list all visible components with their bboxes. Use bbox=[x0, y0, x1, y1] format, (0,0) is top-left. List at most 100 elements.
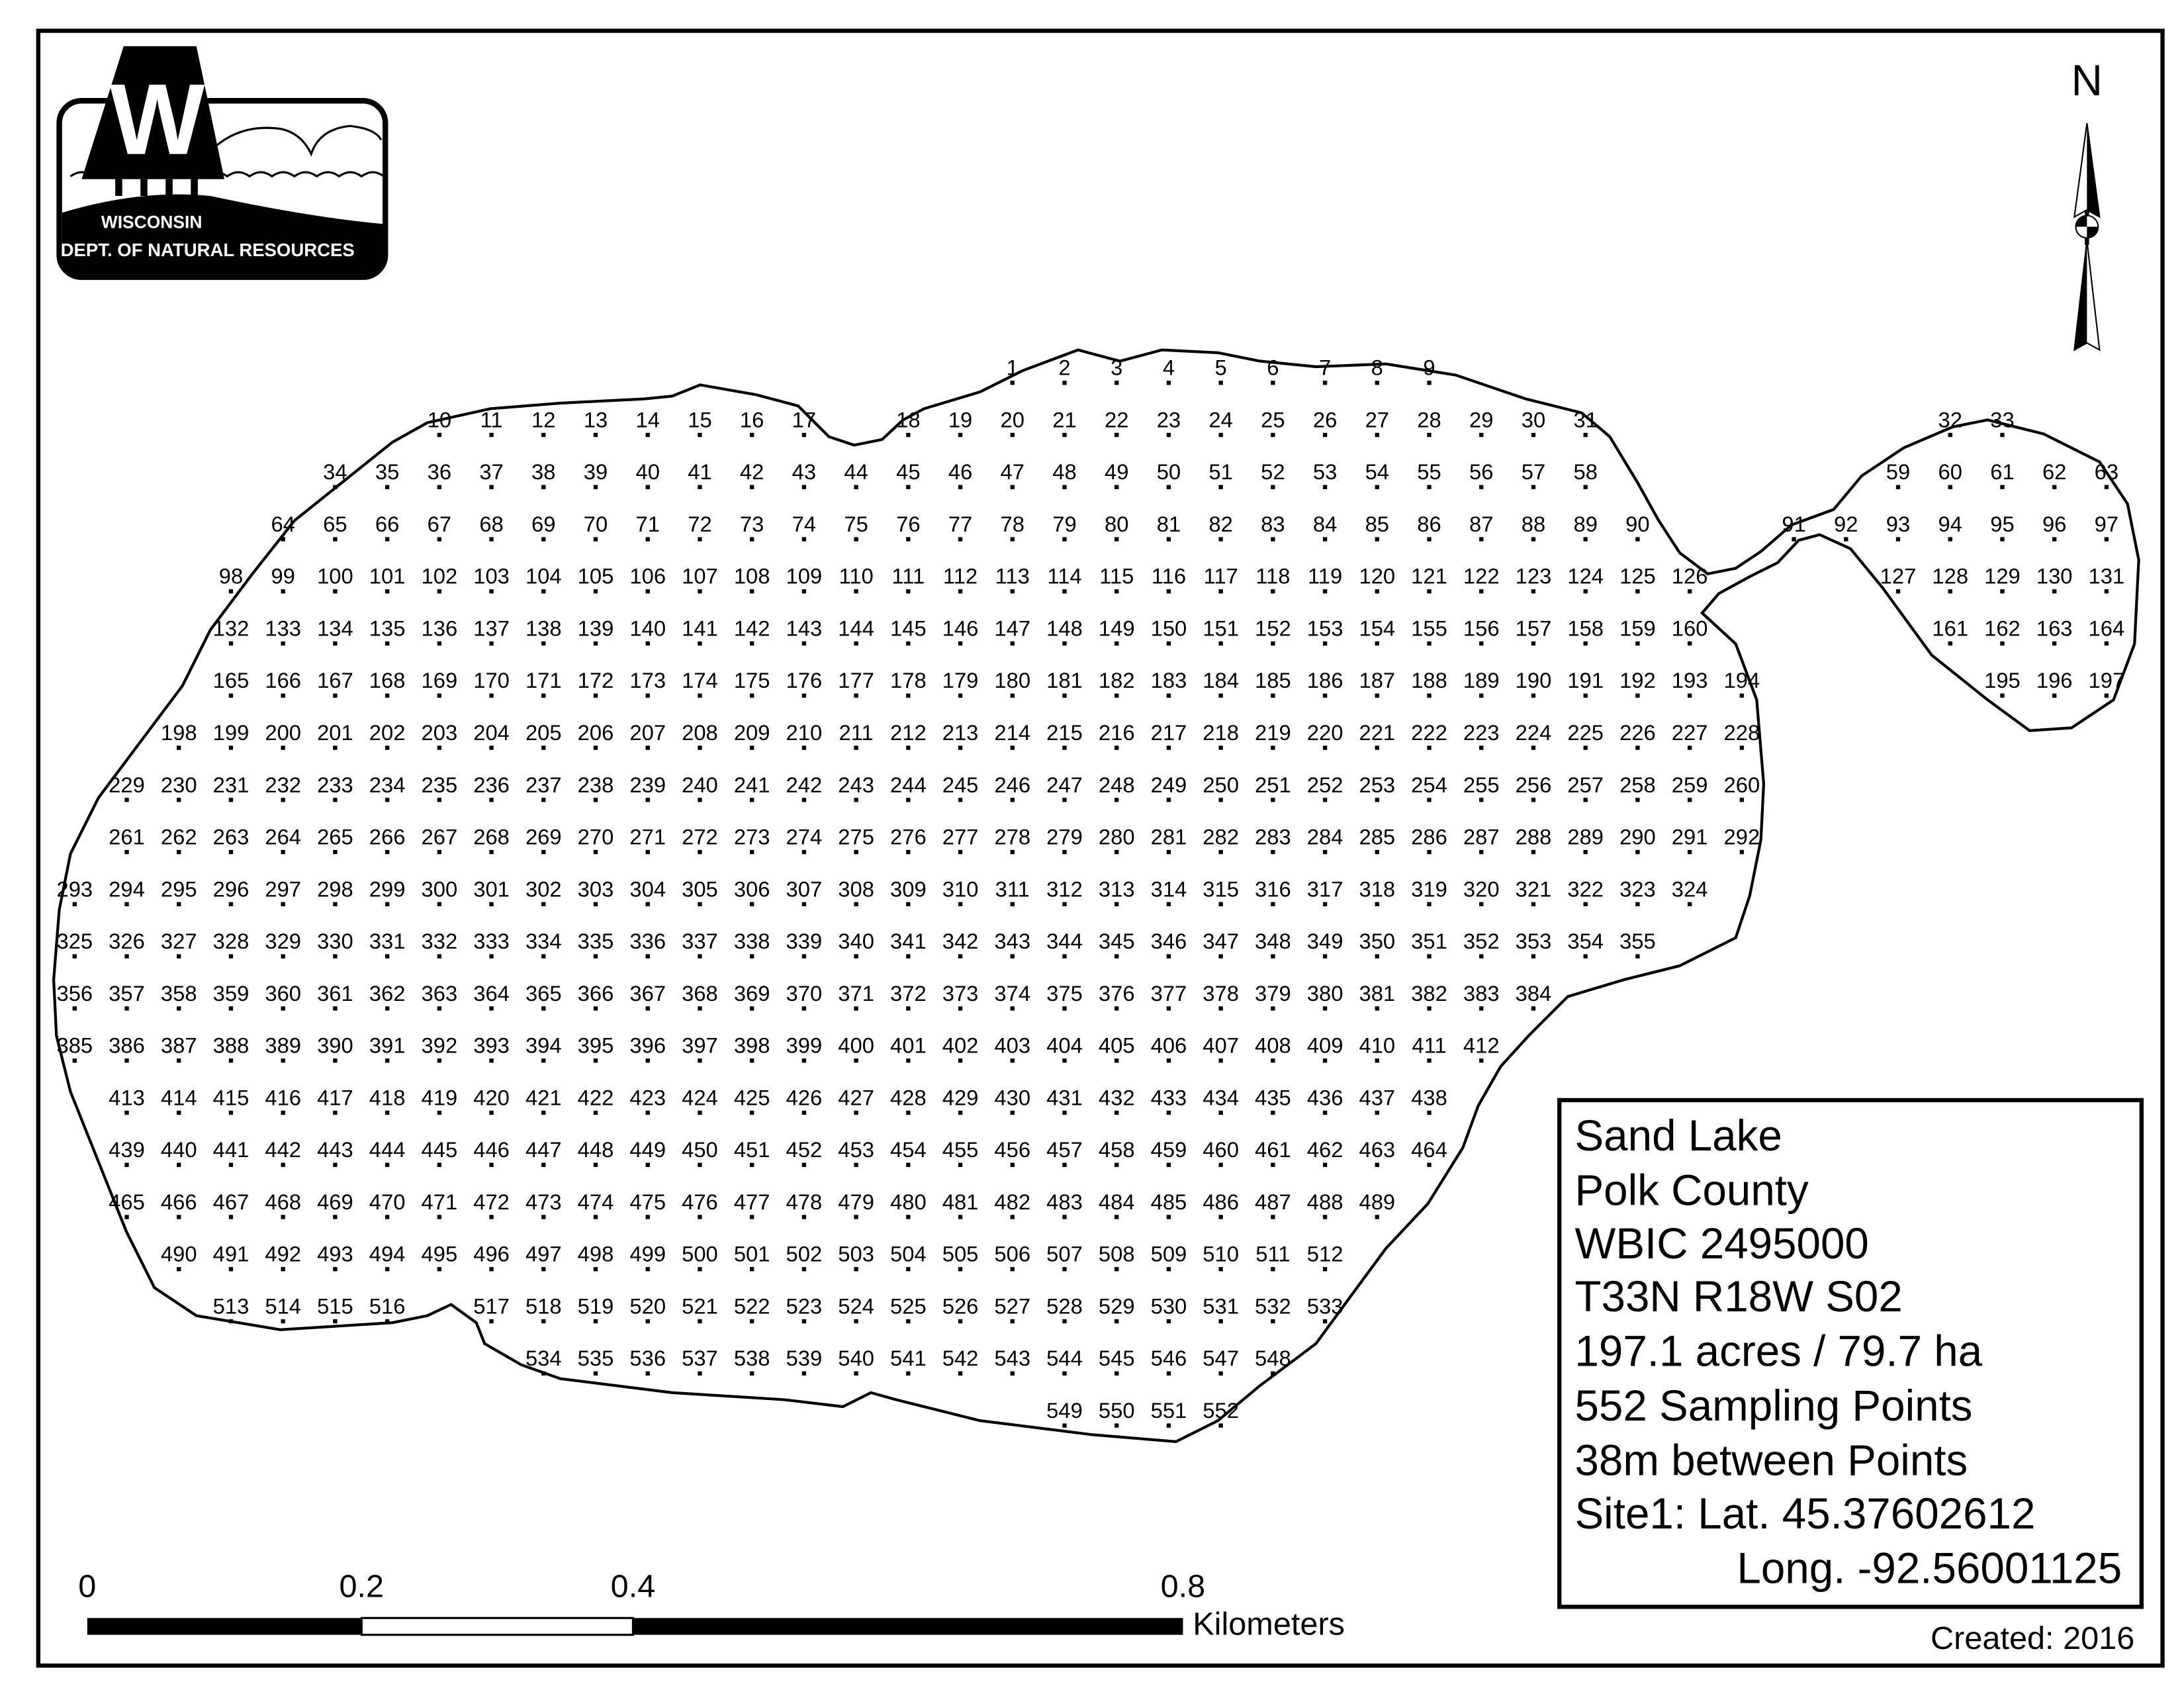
sampling-point-label: 93 bbox=[1886, 512, 1910, 536]
sampling-point-label: 350 bbox=[1359, 929, 1395, 953]
sampling-point-label: 236 bbox=[473, 773, 510, 797]
sampling-point-marker bbox=[593, 693, 598, 698]
sampling-point-label: 363 bbox=[422, 981, 458, 1006]
sampling-point-marker bbox=[1583, 849, 1588, 855]
sampling-point-marker bbox=[489, 589, 494, 594]
sampling-point-label: 32 bbox=[1938, 407, 1962, 432]
sampling-point-label: 544 bbox=[1046, 1346, 1083, 1370]
sampling-point-label: 226 bbox=[1619, 720, 1656, 745]
sampling-point-marker bbox=[801, 537, 807, 541]
sampling-point-label: 43 bbox=[792, 459, 816, 484]
sampling-point-label: 263 bbox=[213, 825, 250, 849]
sampling-point-marker bbox=[1166, 1371, 1171, 1376]
sampling-point-label: 242 bbox=[786, 773, 823, 797]
sampling-point-marker bbox=[750, 641, 754, 646]
sampling-point-marker bbox=[1010, 745, 1015, 750]
sampling-point-label: 397 bbox=[682, 1033, 718, 1058]
sampling-point-label: 258 bbox=[1619, 773, 1656, 797]
sampling-point-marker bbox=[1218, 381, 1223, 385]
sampling-point-label: 324 bbox=[1672, 876, 1708, 901]
sampling-point-marker bbox=[1166, 537, 1171, 541]
sampling-point-label: 253 bbox=[1359, 773, 1395, 797]
sampling-point-marker bbox=[906, 1319, 911, 1324]
sampling-point-marker bbox=[1687, 589, 1692, 594]
sampling-point-label: 362 bbox=[369, 981, 406, 1006]
sampling-point-marker bbox=[489, 1006, 494, 1011]
sampling-point-label: 333 bbox=[473, 929, 510, 953]
sampling-point-label: 196 bbox=[2036, 668, 2073, 692]
sampling-point-label: 81 bbox=[1157, 512, 1181, 536]
sampling-point-marker bbox=[1010, 432, 1015, 438]
sampling-point-marker bbox=[1427, 1006, 1432, 1011]
sampling-point-label: 340 bbox=[838, 929, 874, 953]
sampling-point-marker bbox=[2052, 485, 2057, 489]
sampling-point-label: 251 bbox=[1255, 773, 1291, 797]
sampling-point-marker bbox=[541, 798, 546, 802]
sampling-point-label: 231 bbox=[213, 773, 250, 797]
sampling-point-label: 382 bbox=[1411, 981, 1447, 1006]
sampling-point-marker bbox=[1218, 1423, 1223, 1428]
sampling-point-marker bbox=[489, 954, 494, 959]
sampling-point-marker bbox=[1635, 902, 1640, 907]
sampling-point-label: 538 bbox=[734, 1346, 770, 1370]
sampling-point-marker bbox=[854, 849, 858, 855]
sampling-point-label: 446 bbox=[473, 1137, 510, 1162]
sampling-point-marker bbox=[1322, 1058, 1328, 1063]
sampling-point-label: 152 bbox=[1255, 616, 1291, 640]
sampling-point-marker bbox=[489, 1058, 494, 1063]
sampling-point-label: 40 bbox=[636, 459, 660, 484]
sampling-point-marker bbox=[1062, 902, 1067, 907]
sampling-point-label: 334 bbox=[525, 929, 562, 953]
sampling-point-label: 165 bbox=[213, 668, 250, 692]
sampling-point-marker bbox=[801, 1319, 807, 1324]
sampling-point-marker bbox=[1115, 432, 1119, 438]
sampling-point-label: 502 bbox=[786, 1242, 823, 1266]
sampling-point-marker bbox=[801, 1058, 807, 1063]
sampling-point-marker bbox=[645, 693, 650, 698]
sampling-point-label: 127 bbox=[1880, 564, 1917, 588]
sampling-point-marker bbox=[1115, 1215, 1119, 1219]
sampling-point-marker bbox=[1739, 745, 1745, 750]
sampling-point-marker bbox=[1010, 1371, 1015, 1376]
sampling-point-marker bbox=[1375, 745, 1379, 750]
sampling-point-marker bbox=[1531, 798, 1536, 802]
sampling-point-marker bbox=[906, 589, 911, 594]
sampling-point-marker bbox=[958, 849, 963, 855]
sampling-point-label: 445 bbox=[422, 1137, 458, 1162]
sampling-point-label: 35 bbox=[375, 459, 399, 484]
sampling-point-marker bbox=[1218, 1371, 1223, 1376]
sampling-point-label: 405 bbox=[1099, 1033, 1135, 1058]
sampling-point-label: 529 bbox=[1099, 1293, 1135, 1318]
sampling-point-label: 3 bbox=[1111, 355, 1122, 380]
sampling-point-marker bbox=[177, 1058, 181, 1063]
sampling-point-label: 345 bbox=[1099, 929, 1135, 953]
sampling-point-marker bbox=[1531, 693, 1536, 698]
sampling-point-marker bbox=[385, 798, 390, 802]
sampling-point-label: 45 bbox=[896, 459, 920, 484]
sampling-point-marker bbox=[489, 745, 494, 750]
sampling-point-label: 444 bbox=[369, 1137, 406, 1162]
sampling-point-label: 90 bbox=[1625, 512, 1649, 536]
sampling-point-label: 268 bbox=[473, 825, 510, 849]
sampling-point-label: 311 bbox=[995, 876, 1030, 901]
sampling-point-label: 541 bbox=[890, 1346, 927, 1370]
sampling-point-label: 73 bbox=[740, 512, 764, 536]
sampling-point-label: 456 bbox=[994, 1137, 1030, 1162]
sampling-point-marker bbox=[333, 485, 338, 489]
sampling-point-label: 523 bbox=[786, 1293, 823, 1318]
sampling-point-label: 2 bbox=[1058, 355, 1070, 380]
sampling-point-label: 375 bbox=[1046, 981, 1083, 1006]
sampling-point-label: 349 bbox=[1307, 929, 1343, 953]
sampling-point-marker bbox=[489, 537, 494, 541]
sampling-point-marker bbox=[2052, 589, 2057, 594]
sampling-point-label: 151 bbox=[1203, 616, 1239, 640]
sampling-point-label: 489 bbox=[1359, 1190, 1395, 1214]
sampling-point-label: 291 bbox=[1672, 825, 1708, 849]
sampling-point-label: 223 bbox=[1463, 720, 1500, 745]
sampling-point-marker bbox=[854, 954, 858, 959]
sampling-point-marker bbox=[750, 485, 754, 489]
sampling-point-label: 102 bbox=[422, 564, 458, 588]
sampling-point-label: 114 bbox=[1047, 564, 1081, 588]
sampling-point-marker bbox=[1322, 1110, 1328, 1115]
sampling-point-marker bbox=[854, 1371, 858, 1376]
